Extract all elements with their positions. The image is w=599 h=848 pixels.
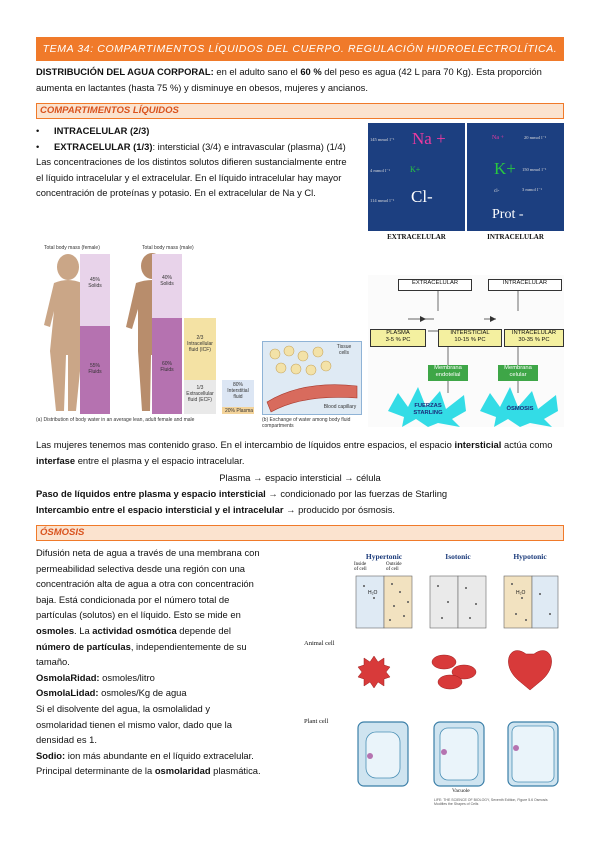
figure-caption-a: (a) Distribution of body water in an ave… (36, 417, 195, 423)
blood-capillary-label: Blood capillary (323, 404, 357, 410)
female-solids-label: 45% Solids (88, 277, 102, 289)
female-silhouette-icon (44, 254, 90, 411)
intro-percent: 60 % (300, 66, 322, 77)
k-intra-conc: 150 mmol l⁻¹ (522, 167, 547, 172)
diagram-plasma-box: PLASMA 3-5 % PC (370, 329, 426, 347)
section-heading-compartimentos: COMPARTIMENTOS LÍQUIDOS (36, 103, 564, 119)
cl-intra-conc: 3 mmol l⁻¹ (522, 187, 542, 192)
outside-of-cell-label: Outside of cell (386, 562, 402, 572)
plasma-label: 20% Plasma (224, 408, 254, 414)
na-extra-label: Na + (412, 129, 446, 148)
male-fluids-label: 60% Fluids (160, 361, 174, 373)
densidad-paragraph: Si el disolvente del agua, la osmolalida… (36, 702, 232, 746)
male-solids-bar (152, 254, 182, 318)
diagram-fuerzas-starling: FUERZAS STARLING (413, 403, 443, 416)
cl-intra-label: cl- (494, 189, 500, 194)
sodio-paragraph: Sodio: ion más abundante en el líquido e… (36, 749, 261, 777)
plasma-bar (222, 407, 254, 414)
intracelular-caption: INTRACELULAR (487, 233, 544, 241)
extracelular-caption: EXTRACELULAR (387, 233, 446, 241)
compartment-diagram: EXTRACELULAR INTRACELULAR PLASMA 3-5 % P… (368, 275, 564, 427)
diagram-connectors (368, 275, 564, 427)
osmolalidad-line: OsmolaLidad: osmoles/Kg de agua (36, 687, 187, 699)
figure-credit: LIFE: THE SCIENCE OF BIOLOGY, Seventh Ed… (434, 798, 548, 806)
male-title: Total body mass (male) (142, 245, 194, 251)
k-extra-label: K+ (410, 165, 421, 174)
compartimentos-text: INTRACELULAR (2/3) EXTRACELULAR (1/3): i… (36, 123, 354, 201)
icf-label: 2/3 Intracellular fluid (ICF) (187, 335, 213, 353)
k-extra-conc: 4 mmol l⁻¹ (370, 168, 390, 173)
section-heading-osmosis: ÓSMOSIS (36, 525, 564, 541)
osmosis-cells-figure: Hypertonic Isotonic Hypotonic Inside of … (304, 552, 560, 806)
ecf-label: 1/3 Extracellular fluid (ECF) (186, 385, 214, 403)
male-fluids-bar (152, 318, 182, 414)
osmosis-cells-icon (355, 575, 559, 787)
diagram-membrana-celular: Membrana celular (498, 365, 538, 381)
plant-cell-label: Plant cell (304, 718, 329, 725)
cl-extra-label: Cl- (411, 187, 433, 206)
diagram-extracelular-box: EXTRACELULAR (398, 279, 472, 291)
exchange-panel: Tissue cells Blood capillary (262, 341, 362, 415)
diagram-interstitial-box: INTERSTICIAL 10-15 % PC (438, 329, 502, 347)
cl-extra-conc: 114 mmol l⁻¹ (370, 198, 395, 203)
female-title: Total body mass (female) (44, 245, 100, 251)
na-extra-conc: 145 mmol l⁻¹ (370, 137, 395, 142)
intercambio-paragraph: Las mujeres tenemos mas contenido graso.… (36, 439, 553, 466)
k-intra-label: K+ (494, 159, 516, 178)
diagram-intracelular-pc-box: INTRACELULAR 30-35 % PC (504, 329, 564, 347)
na-intra-conc: 20 mmol l⁻¹ (524, 135, 547, 140)
animal-cell-label: Animal cell (304, 640, 335, 647)
h2o-label-2: H₂O (516, 590, 526, 596)
ecf-bar (184, 380, 216, 414)
flow-line: Plasma → espacio intersticial → célula (219, 472, 381, 483)
female-solids-bar (80, 254, 110, 326)
prot-intra-label: Prot - (492, 207, 524, 222)
interstitial-label: 80% Interstitial fluid (227, 382, 249, 400)
ion-concentration-figure: 145 mmol l⁻¹ Na + 4 mmol l⁻¹ K+ 114 mmol… (368, 123, 564, 245)
diagram-membrana-endotelial: Membrana endotelial (428, 365, 468, 381)
interstitial-bar (222, 380, 254, 407)
figure-caption-b: (b) Exchange of water among body fluid c… (262, 417, 351, 429)
isotonic-label: Isotonic (445, 552, 471, 561)
icf-bar (184, 318, 216, 380)
na-intra-label: Na + (492, 135, 504, 141)
bullet-extracelular: EXTRACELULAR (1/3): intersticial (3/4) e… (36, 139, 354, 155)
inside-of-cell-label: Inside of cell (354, 562, 367, 572)
intro-text-a: en el adulto sano el (213, 66, 301, 77)
intro-label: DISTRIBUCIÓN DEL AGUA CORPORAL: (36, 66, 214, 77)
bullet-intracelular: INTRACELULAR (2/3) (36, 123, 354, 139)
hypotonic-label: Hypotonic (513, 552, 547, 561)
intro-paragraph: DISTRIBUCIÓN DEL AGUA CORPORAL: en el ad… (36, 64, 564, 95)
page-title: TEMA 34: COMPARTIMENTOS LÍQUIDOS DEL CUE… (36, 37, 564, 61)
osmosis-text: Difusión neta de agua a través de una me… (36, 545, 262, 779)
extracellular-panel (368, 123, 465, 231)
osmolaridad-line: OsmolaRidad: osmoles/litro (36, 671, 155, 683)
paso-liquidos-line: Paso de líquidos entre plasma y espacio … (36, 488, 448, 499)
h2o-label-1: H₂O (368, 590, 378, 596)
hypertonic-label: Hypertonic (365, 552, 403, 561)
intercambio-line: Intercambio entre el espacio intersticia… (36, 504, 396, 515)
female-fluids-label: 55% Fluids (88, 363, 102, 375)
female-fluids-bar (80, 326, 110, 414)
cells-capillary-icon (266, 345, 358, 413)
vacuole-label: Vacuole (452, 788, 470, 794)
diagram-osmosis: ÓSMOSIS (506, 406, 534, 412)
intro-text-b: del peso es agua (42 L para 70 Kg). Esta… (36, 66, 542, 93)
body-water-figure: Total body mass (female) 45% Solids 55% … (36, 245, 362, 429)
male-solids-label: 40% Solids (160, 275, 174, 287)
solutos-paragraph: Las concentraciones de los distintos sol… (36, 156, 347, 199)
tissue-cells-label: Tissue cells (336, 344, 352, 356)
diagram-intracelular-box: INTRACELULAR (488, 279, 562, 291)
intracellular-panel (467, 123, 564, 231)
